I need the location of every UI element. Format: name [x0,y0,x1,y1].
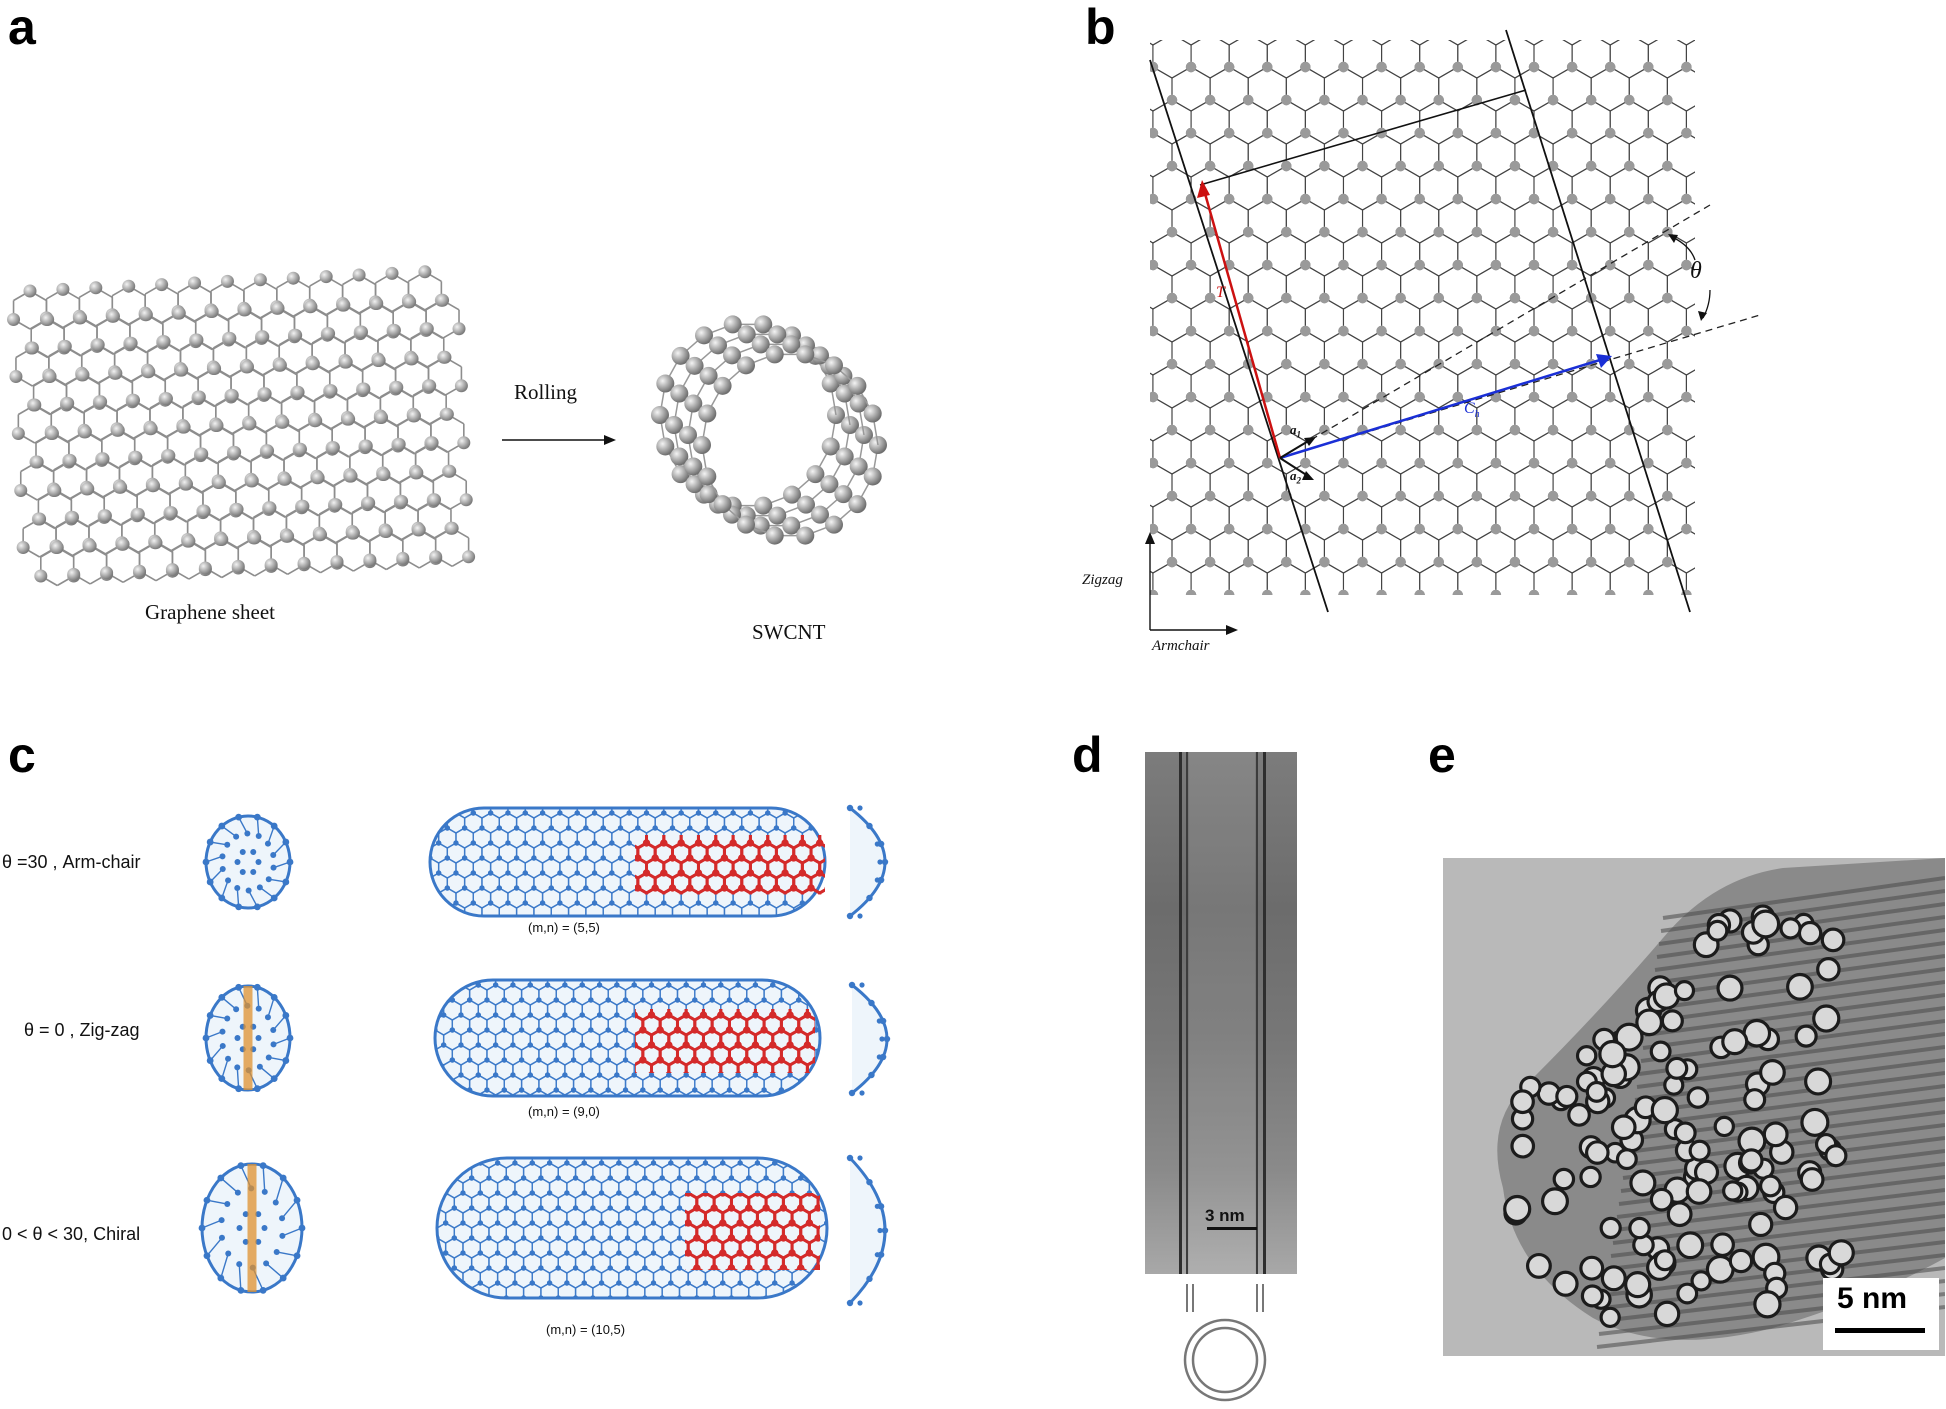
swcnt-label: SWCNT [752,620,826,644]
chiral-index: (m,n) = (10,5) [546,1322,626,1337]
rolling-label: Rolling [514,380,578,404]
graphene-sheet-label: Graphene sheet [145,600,276,624]
swcnt-illustration [651,315,887,545]
a1-symbol: a [1290,422,1297,437]
chiral-vector-head [1596,354,1612,368]
theta-arc-upper-head [1668,234,1678,243]
chiral-cap [198,1162,306,1294]
chiral-vector-label: Ch [1464,400,1480,420]
tube-wall-right [1263,752,1266,1274]
a1-label: a1 [1290,422,1301,440]
a2-symbol: a [1290,468,1297,483]
panel-letter-d: d [1072,727,1103,783]
armchair-end-cap [846,804,889,920]
chiral-tube [435,1156,829,1300]
scale-bar-label-e: 5 nm [1837,1282,1908,1315]
chiral-vector-subscript: h [1474,409,1480,421]
chiral-end-cap [846,1154,889,1307]
rolling-arrow [502,435,616,445]
double-wall-cross-section [1183,1284,1267,1402]
translation-vector-label: T [1216,284,1225,301]
zigzag-index: (m,n) = (9,0) [528,1104,600,1119]
tem-lattice-fringes [1497,858,1945,1349]
zigzag-cap [202,983,294,1093]
a1-vector [1279,439,1311,459]
scale-bar-e [1835,1328,1925,1333]
armchair-cap [202,813,294,911]
armchair-index: (m,n) = (5,5) [528,920,600,935]
a1-subscript: 1 [1296,429,1302,440]
panel-letter-b: b [1085,0,1116,55]
translation-vector [1202,189,1282,459]
tube-wall-left [1179,752,1182,1274]
graphene-sheet-atoms [7,265,476,587]
zigzag-end-cap [848,981,891,1097]
chiral-row-label: 0 < θ < 30, Chiral [2,1224,141,1244]
zigzag-axis-label: Zigzag [1082,572,1123,588]
a2-vector [1279,457,1309,477]
tem-image-e: 5 nm [1443,858,1945,1356]
a2-vector-head [1302,471,1314,480]
panel-letter-c: c [8,727,36,783]
a2-label: a2 [1290,468,1301,486]
a1-vector-head [1304,437,1316,446]
unit-cell-lines [1149,29,1761,613]
translation-vector-head [1197,180,1210,198]
theta-arc-lower-head [1698,311,1707,321]
chiral-vector-symbol: C [1464,400,1475,417]
tem-image-d: 3 nm [1145,752,1297,1274]
zigzag-tube [433,978,822,1098]
tube-wall-left-inner [1186,752,1188,1274]
armchair-axis-label: Armchair [1152,638,1210,654]
scale-bar-label-d: 3 nm [1205,1206,1245,1225]
nanotube-types-diagram [198,804,891,1307]
theta-label: θ [1690,258,1702,284]
scale-bar-box-e [1823,1278,1939,1350]
armchair-row-label: θ =30 , Arm-chair [2,852,141,872]
graphene-sheet-illustration [7,265,476,587]
zigzag-row-label: θ = 0 , Zig-zag [24,1020,140,1040]
armchair-axis-head [1226,625,1238,635]
panel-letter-a: a [8,0,36,55]
panel-letter-e: e [1428,727,1456,783]
tube-wall-right-inner [1256,752,1258,1274]
swcnt-atoms [651,315,887,545]
lattice-grid [1150,40,1695,595]
armchair-tube [428,806,827,918]
a2-subscript: 2 [1296,475,1302,486]
graphene-lattice-diagram [1145,29,1761,635]
chiral-vector [1279,358,1601,460]
scale-bar-d [1207,1227,1257,1230]
tube-interior [1189,752,1255,1274]
zigzag-axis-head [1145,532,1155,544]
